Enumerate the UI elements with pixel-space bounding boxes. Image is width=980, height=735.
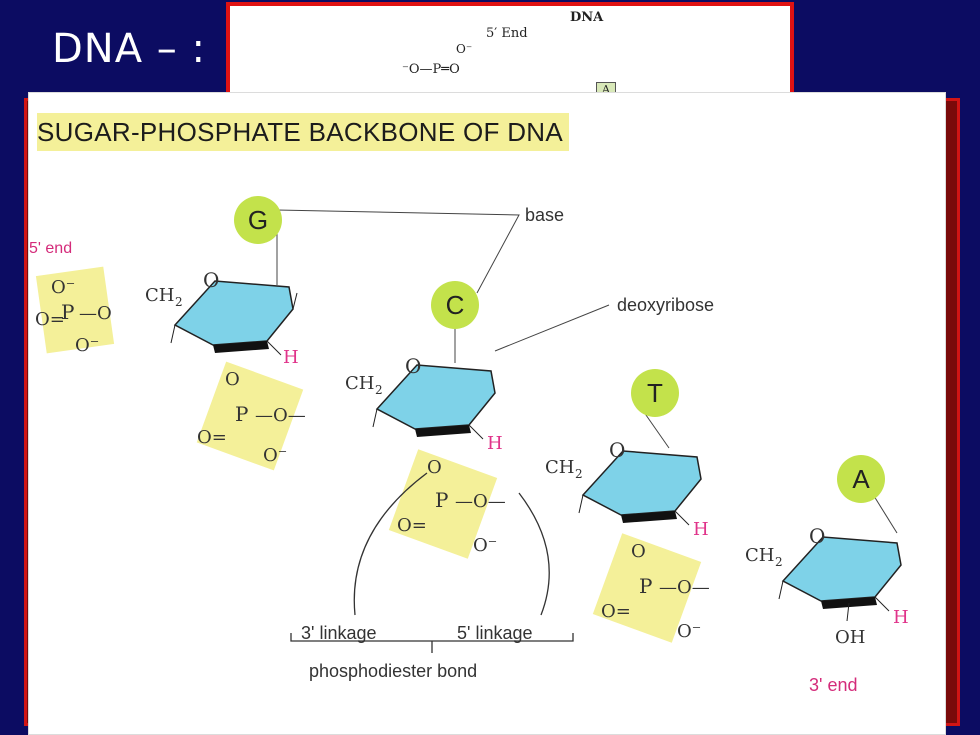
- svg-text:H: H: [283, 347, 299, 368]
- phosphate-group-3: O O= P —O— O⁻: [388, 449, 506, 559]
- svg-text:O⁻: O⁻: [51, 277, 75, 298]
- figure-title: SUGAR-PHOSPHATE BACKBONE OF DNA: [37, 113, 570, 151]
- inset-heading: DNA: [570, 10, 604, 25]
- leader-lines: [276, 209, 898, 534]
- label-deoxyribose: deoxyribose: [617, 295, 714, 315]
- label-3-linkage: 3' linkage: [301, 623, 377, 643]
- phosphate-group-4: O O= P —O— O⁻: [592, 533, 710, 643]
- svg-text:O⁻: O⁻: [75, 335, 99, 356]
- base-c: C: [431, 281, 479, 329]
- svg-text:A: A: [852, 464, 870, 494]
- svg-text:P: P: [61, 300, 74, 324]
- svg-text:O: O: [405, 354, 421, 378]
- svg-text:O: O: [203, 268, 219, 292]
- svg-text:2: 2: [175, 295, 183, 309]
- svg-text:H: H: [893, 607, 909, 628]
- svg-text:CH: CH: [145, 285, 174, 306]
- label-3-end: 3' end: [809, 675, 857, 695]
- svg-text:CH: CH: [545, 457, 574, 478]
- svg-text:O: O: [609, 438, 625, 462]
- svg-text:O⁻: O⁻: [677, 621, 701, 642]
- svg-text:2: 2: [575, 467, 583, 481]
- svg-text:O=: O=: [397, 515, 427, 536]
- sugar-ring-1: CH 2 O H: [145, 268, 299, 368]
- svg-text:—O—: —O—: [255, 405, 306, 426]
- label-phosphodiester-bond: phosphodiester bond: [309, 661, 477, 681]
- svg-text:O=: O=: [601, 601, 631, 622]
- svg-text:2: 2: [775, 555, 783, 569]
- label-5-linkage: 5' linkage: [457, 623, 533, 643]
- phosphate-group-2: O O= P —O— O⁻: [196, 361, 306, 471]
- base-a: A: [837, 455, 885, 503]
- inset-end-label: 5′ End: [486, 26, 528, 41]
- backbone-diagram: O⁻ O= P —O O⁻ O O= P —O— O⁻ O O= P —O— O…: [29, 196, 909, 695]
- label-base: base: [525, 205, 564, 225]
- svg-text:—O—: —O—: [455, 491, 506, 512]
- svg-text:P: P: [235, 402, 248, 426]
- sugar-ring-2: CH 2 O H: [345, 354, 503, 454]
- svg-text:P: P: [639, 574, 652, 598]
- svg-text:H: H: [693, 519, 709, 540]
- svg-text:—O—: —O—: [659, 577, 710, 598]
- svg-text:G: G: [248, 205, 268, 235]
- svg-text:O: O: [225, 369, 240, 390]
- svg-text:P: P: [435, 488, 448, 512]
- svg-text:2: 2: [375, 383, 383, 397]
- svg-text:O: O: [427, 457, 442, 478]
- base-g: G: [234, 196, 282, 244]
- svg-text:H: H: [487, 433, 503, 454]
- slide-title: DNA – :: [52, 26, 206, 72]
- svg-text:—O: —O: [79, 303, 112, 324]
- sugar-ring-3: CH 2 O H: [545, 438, 709, 540]
- svg-text:O: O: [631, 541, 646, 562]
- svg-text:C: C: [446, 290, 465, 320]
- svg-text:O: O: [809, 524, 825, 548]
- inset-phosphate-row: ⁻O—P═O: [402, 62, 460, 77]
- svg-text:O=: O=: [35, 309, 65, 330]
- svg-text:CH: CH: [745, 545, 774, 566]
- svg-text:O⁻: O⁻: [473, 535, 497, 556]
- svg-text:O=: O=: [197, 427, 227, 448]
- label-5-end: 5' end: [29, 240, 72, 257]
- figure-panel: SUGAR-PHOSPHATE BACKBONE OF DNA O⁻ O= P …: [28, 92, 946, 735]
- base-t: T: [631, 369, 679, 417]
- svg-text:T: T: [647, 378, 663, 408]
- phosphate-group-1: O⁻ O= P —O O⁻: [35, 266, 115, 356]
- svg-text:CH: CH: [345, 373, 374, 394]
- sugar-ring-4: CH 2 O OH H: [745, 524, 909, 648]
- svg-text:O⁻: O⁻: [263, 445, 287, 466]
- linkage-arcs: [290, 472, 574, 653]
- inset-o-minus: O⁻: [456, 42, 473, 56]
- svg-text:OH: OH: [835, 627, 865, 648]
